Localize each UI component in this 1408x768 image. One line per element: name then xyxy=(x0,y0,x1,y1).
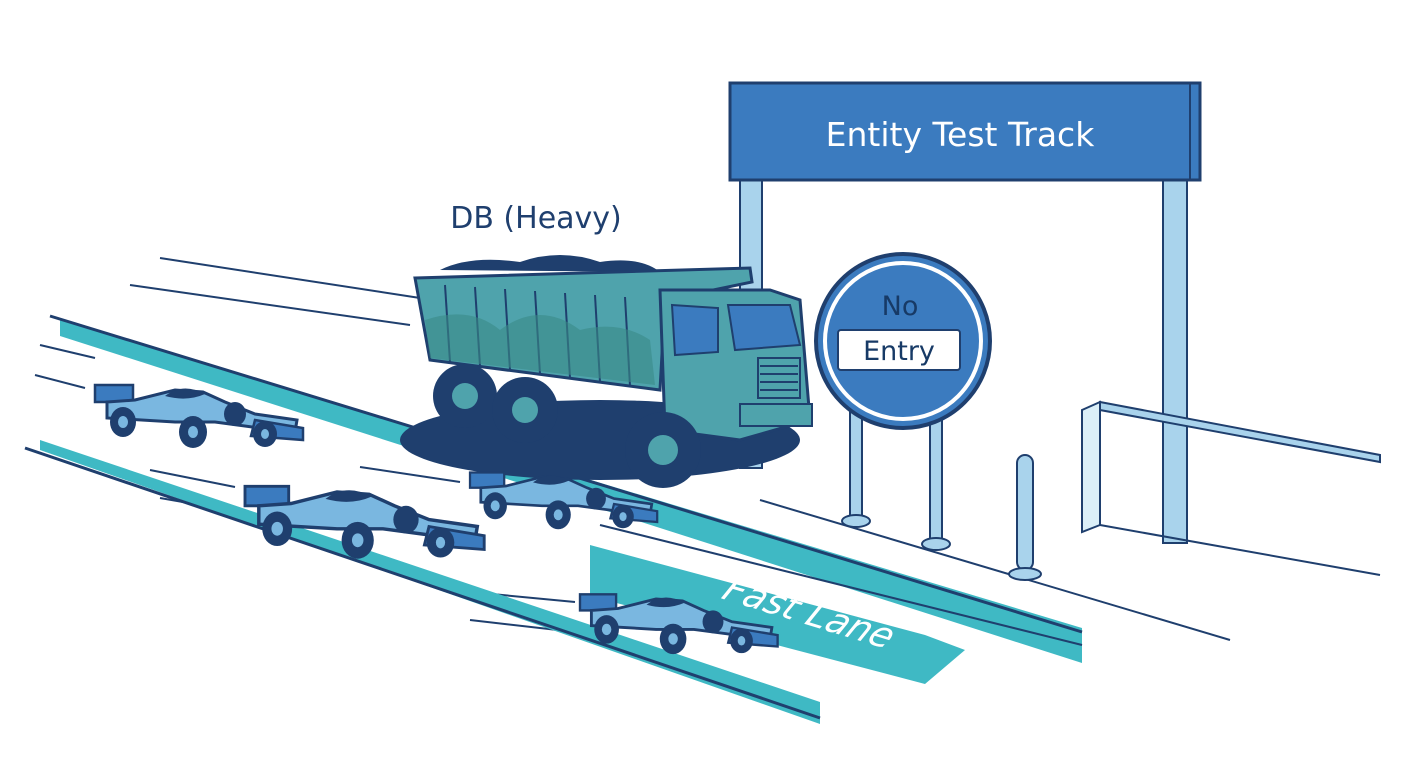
ground-line xyxy=(759,499,1231,641)
no-entry-bar xyxy=(837,329,961,371)
dump-truck: DB (Heavy) xyxy=(400,201,813,488)
truck-side-window xyxy=(670,303,719,357)
entity-test-track-gate: Entity Test Track xyxy=(728,81,1202,544)
no-entry-post-right xyxy=(929,419,943,541)
truck-grille xyxy=(757,357,801,399)
race-car-3 xyxy=(468,471,659,531)
road-edge-right xyxy=(599,524,1083,646)
no-entry-post-left xyxy=(849,411,863,518)
no-entry-line1: No xyxy=(882,291,919,322)
no-entry-sign: No Entry xyxy=(814,252,992,551)
race-car-2 xyxy=(243,484,486,561)
gate-post-right xyxy=(1162,177,1188,544)
bollard xyxy=(1008,454,1042,581)
gate-sign-board xyxy=(728,81,1202,182)
truck-label: DB (Heavy) xyxy=(450,201,622,236)
no-entry-line2: Entry xyxy=(863,336,935,367)
truck-bumper xyxy=(739,403,813,427)
barrier-wall xyxy=(1081,400,1381,576)
road-edge-lower xyxy=(24,446,821,720)
gate-sign-title: Entity Test Track xyxy=(826,115,1096,154)
truck-windshield xyxy=(726,304,802,352)
dirt-load xyxy=(440,255,660,272)
